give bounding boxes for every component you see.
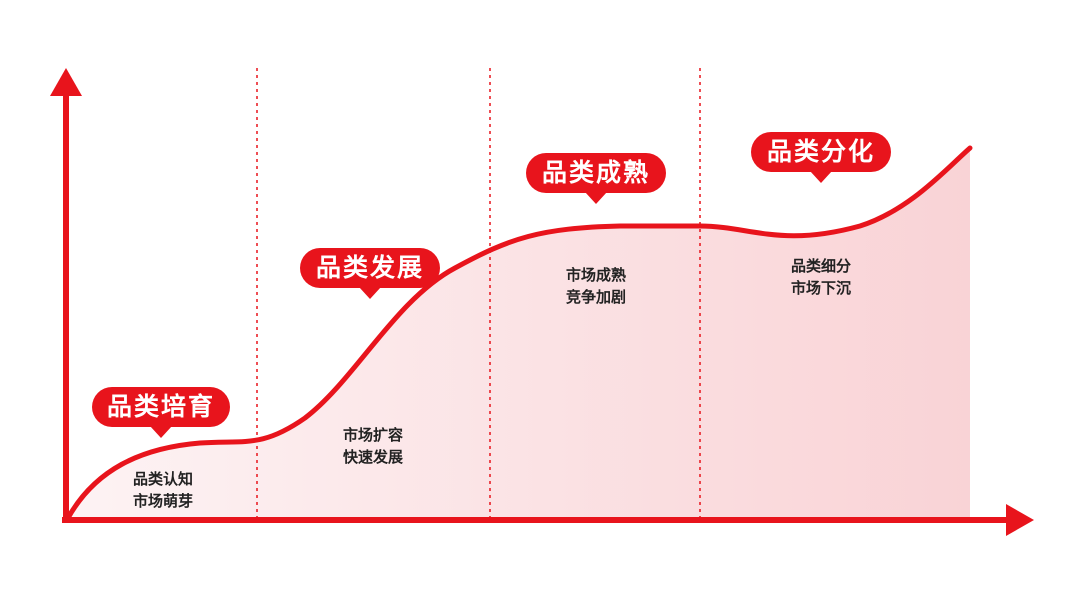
stage-divider-lines [256, 68, 701, 518]
y-axis [50, 68, 82, 522]
description-line: 市场成熟 [565, 266, 626, 284]
description-line: 市场下沉 [790, 279, 851, 297]
x-axis [62, 504, 1034, 536]
stage-label-maturity: 品类成熟 [526, 153, 666, 204]
description-line: 市场扩容 [342, 426, 403, 444]
curve-area-fill [68, 148, 970, 518]
description-line: 品类认知 [132, 470, 193, 488]
description-line: 快速发展 [342, 448, 403, 466]
stage-label-differentiation: 品类分化 [751, 132, 891, 183]
stage-description-maturity: 市场成熟 竞争加剧 [551, 264, 641, 308]
stage-label-cultivation: 品类培育 [92, 387, 230, 438]
y-axis-arrow-icon [50, 68, 82, 96]
description-line: 市场萌芽 [132, 492, 193, 510]
stage-label-development: 品类发展 [300, 248, 440, 299]
stage-description-cultivation: 品类认知 市场萌芽 [118, 468, 208, 512]
x-axis-arrow-icon [1006, 504, 1034, 536]
stage-description-differentiation: 品类细分 市场下沉 [776, 255, 866, 299]
growth-curve [65, 145, 973, 521]
description-line: 品类细分 [790, 257, 851, 275]
description-line: 竞争加剧 [565, 288, 626, 306]
stage-description-development: 市场扩容 快速发展 [328, 424, 418, 468]
